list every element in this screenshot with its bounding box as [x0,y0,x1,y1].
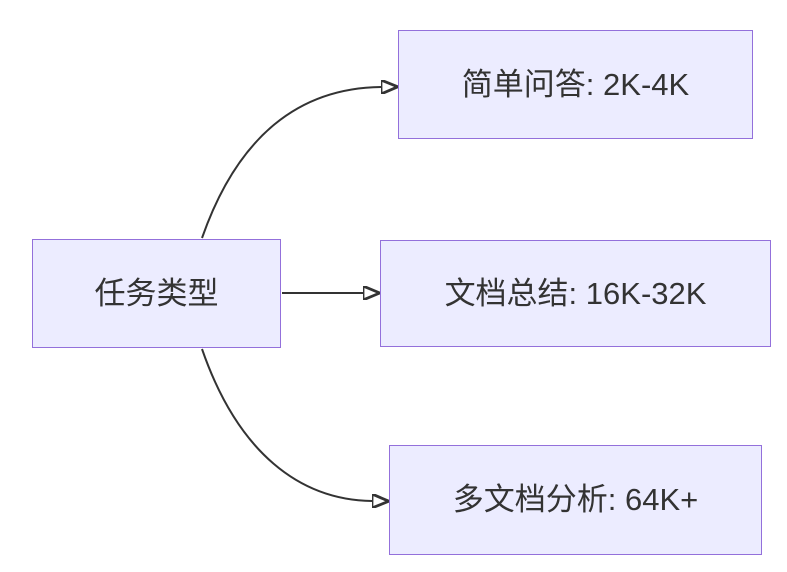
edge-task-to-multi-doc [201,348,372,501]
node-simple-qa-label: 简单问答: 2K-4K [461,66,690,102]
node-doc-summary: 文档总结: 16K-32K [380,240,771,347]
node-doc-summary-label: 文档总结: 16K-32K [444,275,707,311]
node-simple-qa: 简单问答: 2K-4K [398,30,753,139]
edge-task-to-simple-qa [201,87,381,239]
node-multi-doc-label: 多文档分析: 64K+ [452,482,699,518]
node-task-type-label: 任务类型 [94,275,219,311]
node-multi-doc: 多文档分析: 64K+ [389,445,762,555]
node-task-type: 任务类型 [32,239,281,348]
